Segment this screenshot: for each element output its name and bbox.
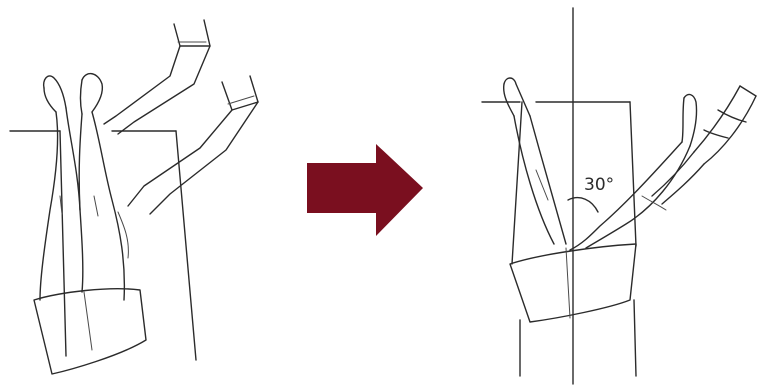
examiner-arm-upper-left	[104, 20, 210, 134]
start-position-figure	[10, 20, 258, 374]
arrow-right-icon	[307, 144, 423, 236]
patient-legs-left	[40, 74, 128, 300]
angle-label: 30°	[584, 175, 614, 195]
examiner-arm-lower-left	[128, 76, 258, 214]
table-left	[10, 131, 196, 360]
transition-arrow	[307, 144, 423, 236]
patient-leg-vertical	[504, 78, 566, 244]
end-position-figure: 30°	[482, 8, 756, 384]
table-right	[482, 102, 636, 376]
patient-shorts-left	[34, 289, 146, 374]
